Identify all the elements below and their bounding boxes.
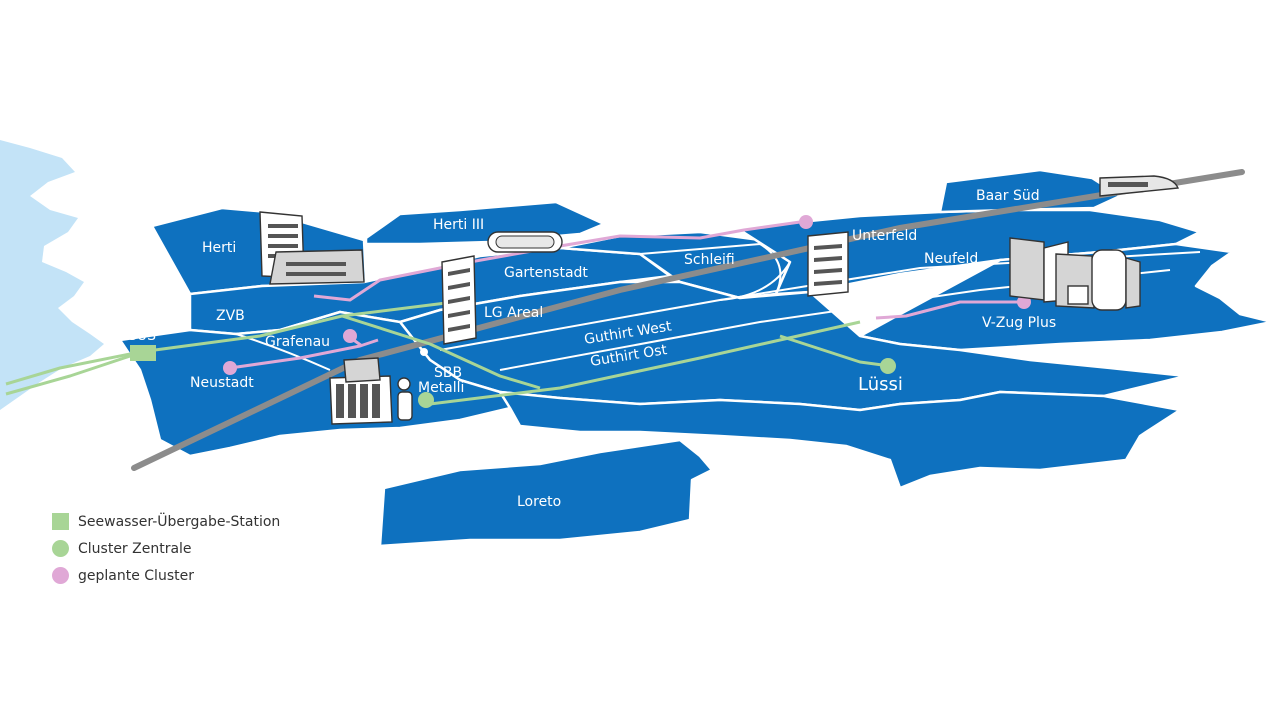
label-gartenstadt: Gartenstadt (504, 265, 588, 281)
herti-building-icon (259, 211, 365, 285)
planned-cluster-dot-neustadt[interactable] (223, 361, 237, 375)
label-unterfeld: Unterfeld (852, 228, 917, 244)
district-herti-iii[interactable] (364, 200, 606, 246)
legend-label: geplante Cluster (78, 567, 194, 584)
tower-icon-lg-areal (441, 255, 477, 345)
label-herti-iii: Herti III (433, 217, 484, 233)
rail-line (131, 169, 1245, 471)
seawater-network (5, 298, 896, 408)
legend-label: Cluster Zentrale (78, 540, 192, 557)
stadium-icon (487, 231, 563, 253)
label-luessi: Lüssi (858, 374, 903, 395)
planned-cluster-dot-grafenau[interactable] (343, 329, 357, 343)
factory-icon-metalli (329, 357, 413, 425)
label-grafenau: Grafenau (265, 334, 330, 350)
label-neustadt: Neustadt (190, 375, 254, 391)
label-zvb: ZVB (216, 308, 245, 324)
cluster-center-dot-luessi[interactable] (880, 358, 896, 374)
tower-icon-unterfeld (807, 231, 849, 297)
label-baar-sued: Baar Süd (976, 188, 1040, 204)
label-schleifi: Schleifi (684, 252, 735, 268)
legend-pink-circle-icon (52, 567, 69, 584)
legend-item-cluster-center: Cluster Zentrale (52, 535, 280, 562)
label-lg-areal: LG Areal (484, 305, 543, 321)
cluster-center-dot-metalli[interactable] (418, 392, 434, 408)
lake-zug (0, 140, 104, 410)
legend-item-transfer-station: Seewasser-Übergabe-Station (52, 508, 280, 535)
sbb-marker-dot (420, 348, 428, 356)
legend-square-icon (52, 513, 69, 530)
label-neufeld: Neufeld (924, 251, 978, 267)
label-loreto: Loreto (517, 494, 561, 510)
label-metalli: Metalli (418, 380, 464, 396)
label-sbb: SBB (434, 365, 462, 381)
planned-cluster-dot-unterfeld[interactable] (799, 215, 813, 229)
transfer-station-square[interactable] (130, 345, 156, 361)
legend: Seewasser-Übergabe-Station Cluster Zentr… (52, 508, 280, 589)
label-herti: Herti (202, 240, 236, 256)
v-zug-building-icon (1009, 237, 1141, 311)
train-icon (1099, 175, 1179, 197)
label-v-zug-plus: V-Zug Plus (982, 315, 1056, 331)
legend-item-planned-cluster: geplante Cluster (52, 562, 280, 589)
district-loreto[interactable] (378, 438, 714, 548)
label-sues: SÜS (128, 326, 156, 344)
district-luessi[interactable] (498, 390, 1182, 490)
legend-label: Seewasser-Übergabe-Station (78, 513, 281, 530)
legend-green-circle-icon (52, 540, 69, 557)
